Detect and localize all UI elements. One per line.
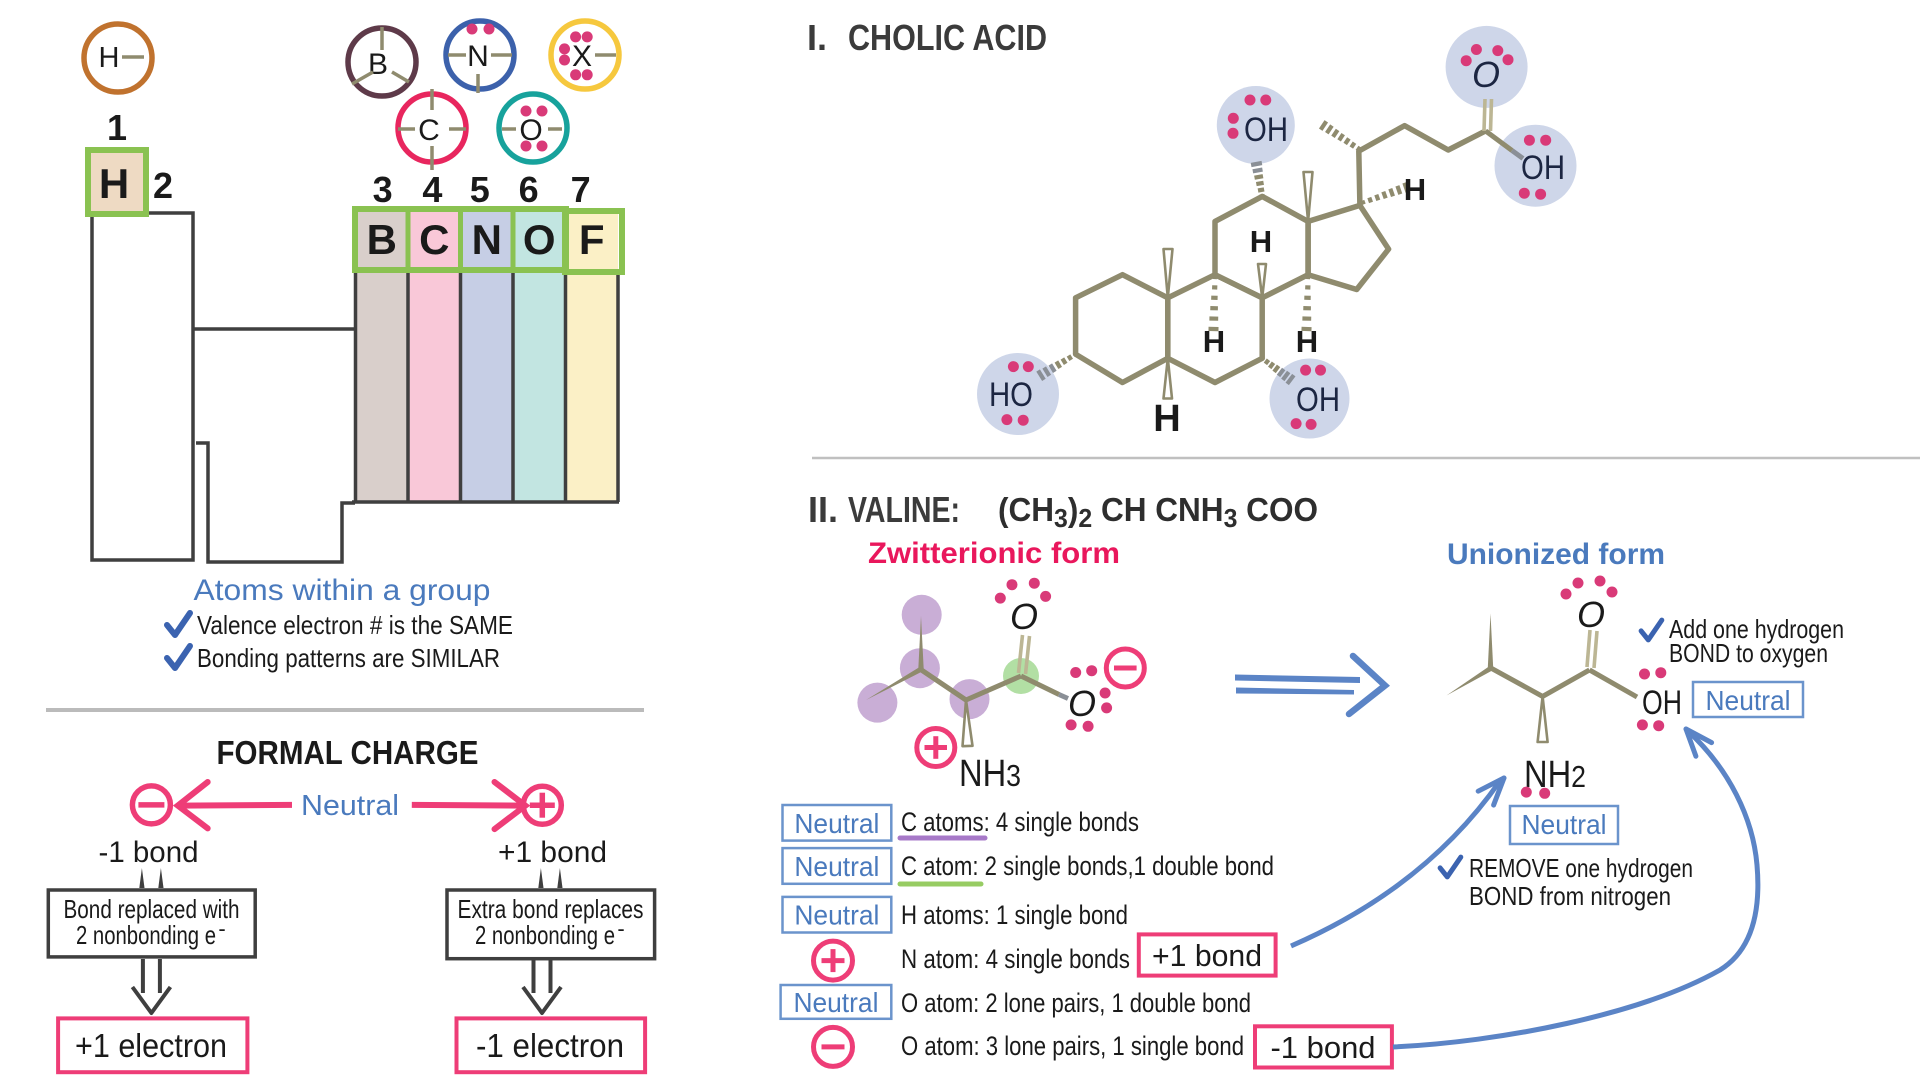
svg-text:OH: OH	[1521, 149, 1565, 187]
svg-text:O atom: 2 lone pairs, 1 double: O atom: 2 lone pairs, 1 double bond	[901, 988, 1251, 1018]
svg-text:II.: II.	[808, 489, 838, 530]
svg-text:6: 6	[519, 169, 539, 210]
svg-text:Neutral: Neutral	[794, 851, 879, 882]
svg-text:H: H	[1296, 324, 1318, 359]
svg-text:H: H	[1203, 324, 1225, 359]
svg-text:N: N	[472, 216, 502, 263]
svg-text:+1 electron: +1 electron	[75, 1027, 227, 1064]
svg-text:H: H	[1153, 398, 1180, 440]
svg-text:O: O	[1068, 683, 1096, 724]
svg-text:4: 4	[422, 169, 442, 210]
svg-text:B: B	[367, 216, 397, 263]
svg-text:OH: OH	[1642, 684, 1682, 722]
svg-text:Valence electron # is the SAME: Valence electron # is the SAME	[197, 610, 513, 640]
svg-text:BOND from nitrogen: BOND from nitrogen	[1469, 881, 1671, 911]
svg-text:N: N	[467, 40, 489, 73]
svg-text:2 nonbonding e: 2 nonbonding e	[475, 920, 615, 950]
svg-text:O: O	[519, 114, 542, 147]
svg-text:2 nonbonding e: 2 nonbonding e	[76, 920, 216, 950]
svg-text:N atom: 4 single bonds: N atom: 4 single bonds	[901, 944, 1130, 974]
svg-text:3: 3	[373, 169, 393, 210]
svg-text:O: O	[523, 216, 556, 263]
svg-text:C: C	[418, 114, 440, 147]
svg-text:7: 7	[571, 169, 591, 210]
svg-text:C: C	[419, 216, 449, 263]
svg-text:Add one hydrogen: Add one hydrogen	[1669, 614, 1844, 644]
svg-text:O atom: 3 lone pairs, 1 single: O atom: 3 lone pairs, 1 single bond	[901, 1031, 1244, 1061]
svg-text:O: O	[1010, 596, 1038, 637]
svg-text:+1 bond: +1 bond	[498, 836, 607, 869]
svg-text:Neutral: Neutral	[1706, 685, 1791, 716]
svg-text:1: 1	[107, 107, 127, 148]
svg-text:2: 2	[153, 165, 173, 206]
svg-text:-: -	[617, 916, 624, 941]
svg-text:Atoms within a group: Atoms within a group	[194, 574, 491, 607]
svg-text:-1 bond: -1 bond	[99, 836, 199, 869]
svg-text:FORMAL CHARGE: FORMAL CHARGE	[217, 734, 479, 771]
svg-text:Zwitterionic form: Zwitterionic form	[868, 537, 1120, 570]
svg-text:O: O	[1577, 594, 1605, 635]
svg-text:I.: I.	[807, 17, 827, 58]
svg-text:Extra bond replaces: Extra bond replaces	[458, 894, 644, 924]
svg-text:C atom: 2 single bonds,1 doubl: C atom: 2 single bonds,1 double bond	[901, 851, 1274, 881]
svg-text:H: H	[1250, 224, 1272, 259]
svg-text:BOND to oxygen: BOND to oxygen	[1669, 638, 1828, 668]
svg-text:-1 bond: -1 bond	[1271, 1030, 1376, 1065]
svg-text:Neutral: Neutral	[301, 790, 399, 822]
svg-text:Unionized form: Unionized form	[1447, 538, 1665, 571]
svg-text:Bond replaced with: Bond replaced with	[64, 894, 240, 924]
svg-text:5: 5	[470, 169, 490, 210]
svg-text:X: X	[572, 40, 592, 73]
svg-text:H: H	[99, 42, 120, 74]
svg-text:-1 electron: -1 electron	[476, 1027, 624, 1064]
svg-text:-: -	[218, 916, 225, 941]
svg-text:OH: OH	[1244, 111, 1288, 149]
svg-text:Neutral: Neutral	[794, 900, 879, 931]
svg-text:NH2: NH2	[1524, 754, 1586, 796]
svg-text:REMOVE one hydrogen: REMOVE one hydrogen	[1469, 853, 1693, 883]
svg-text:(CH3)2 CH CNH3 COO: (CH3)2 CH CNH3 COO	[998, 491, 1318, 533]
svg-text:O: O	[1472, 54, 1500, 95]
svg-text:+1 bond: +1 bond	[1152, 938, 1262, 973]
svg-text:Neutral: Neutral	[793, 987, 878, 1018]
svg-text:C atoms: 4 single bonds: C atoms: 4 single bonds	[901, 807, 1139, 837]
svg-text:Neutral: Neutral	[1522, 809, 1607, 840]
svg-text:H atoms: 1 single bond: H atoms: 1 single bond	[901, 900, 1128, 930]
svg-text:VALINE:: VALINE:	[848, 489, 960, 530]
svg-text:OH: OH	[1296, 381, 1340, 419]
svg-text:H: H	[1404, 172, 1426, 207]
svg-text:B: B	[368, 48, 388, 81]
svg-text:H: H	[99, 160, 129, 207]
svg-text:NH3: NH3	[959, 753, 1021, 795]
svg-text:Bonding patterns are SIMILAR: Bonding patterns are SIMILAR	[197, 643, 500, 673]
svg-text:Neutral: Neutral	[794, 808, 879, 839]
svg-text:F: F	[579, 216, 605, 263]
svg-text:HO: HO	[989, 376, 1033, 414]
svg-text:CHOLIC ACID: CHOLIC ACID	[848, 17, 1047, 58]
